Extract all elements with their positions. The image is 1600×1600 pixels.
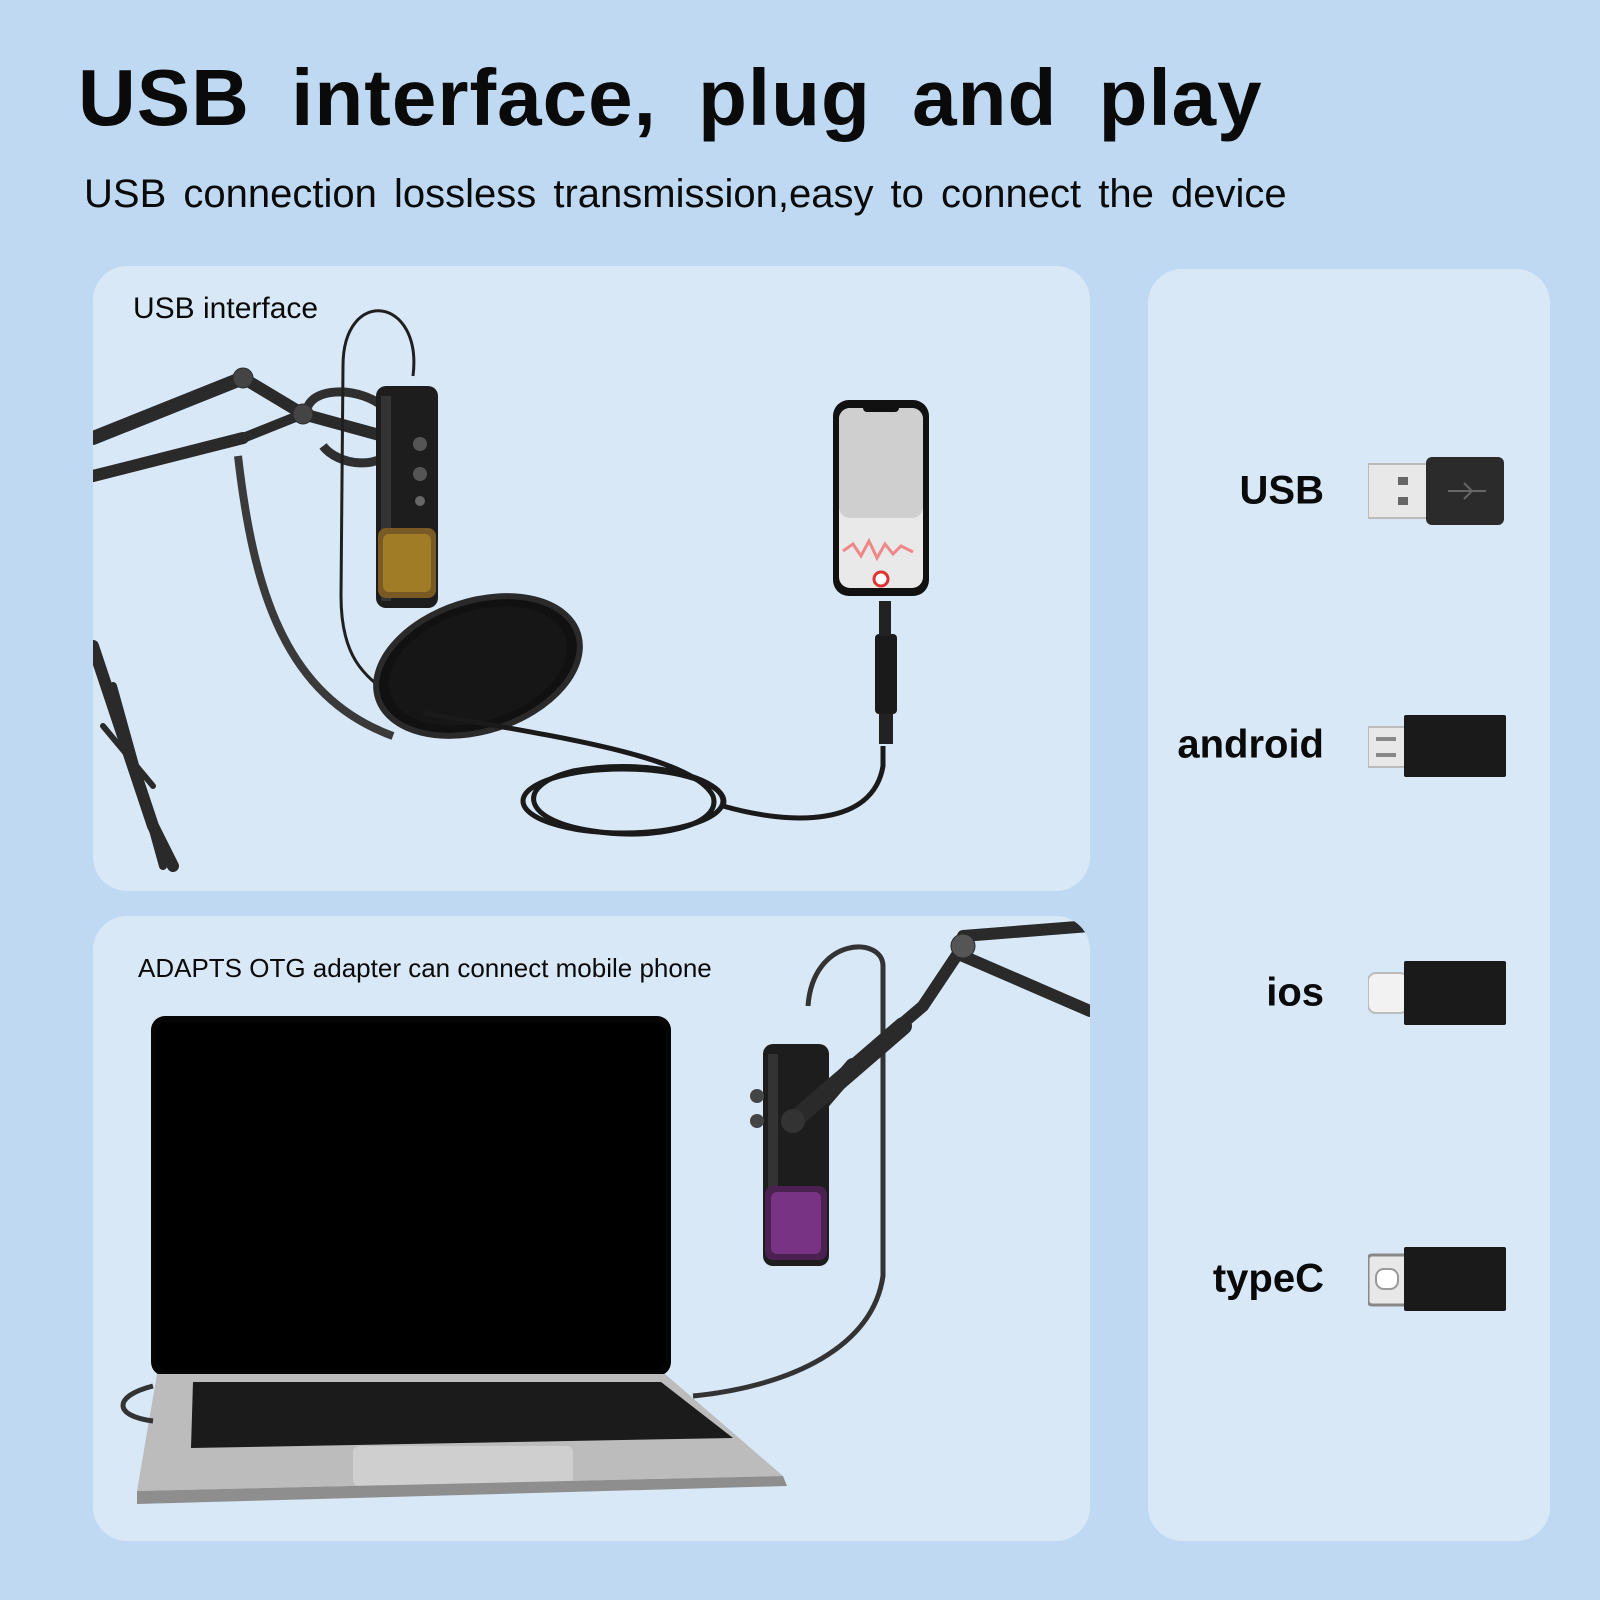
connector-label: typeC — [1212, 1256, 1324, 1301]
usb-c-plug-icon — [1368, 1247, 1506, 1311]
gooseneck-icon — [234, 455, 395, 740]
usb-interface-caption: USB interface — [133, 292, 319, 325]
micro-usb-plug-icon — [1368, 715, 1506, 777]
usb-a-plug-icon — [1368, 457, 1504, 525]
microphone-icon — [750, 1044, 829, 1266]
pop-filter-icon — [373, 593, 583, 739]
usb-interface-panel: USB interface — [93, 266, 1090, 891]
connector-row-usb: USB — [1148, 451, 1550, 531]
smartphone-icon — [833, 400, 929, 596]
subheadline: USB connection lossless transmission,eas… — [84, 172, 1287, 216]
connector-types-panel: USB android ios typeC — [1148, 269, 1550, 1541]
otg-adapter-panel: ADAPTS OTG adapter can connect mobile ph… — [93, 916, 1090, 1541]
coiled-cable-icon — [422, 710, 886, 837]
lightning-plug-icon — [1368, 961, 1506, 1025]
laptop-mic-scene — [120, 920, 1090, 1504]
otg-adapter-icon — [875, 601, 897, 744]
laptop-icon — [137, 1016, 787, 1504]
headline: USB interface, plug and play — [78, 53, 1263, 142]
laptop-cable-icon — [120, 944, 886, 1424]
mic-phone-scene — [93, 309, 929, 872]
connector-label: ios — [1266, 970, 1324, 1015]
microphone-icon — [376, 386, 438, 608]
boom-arm-icon — [93, 367, 389, 872]
connector-row-typec: typeC — [1148, 1239, 1550, 1319]
otg-adapter-caption: ADAPTS OTG adapter can connect mobile ph… — [138, 953, 712, 983]
connector-label: USB — [1239, 468, 1324, 513]
mic-cable-icon — [339, 309, 416, 698]
connector-row-android: android — [1148, 705, 1550, 785]
connector-row-ios: ios — [1148, 953, 1550, 1033]
boom-arm-icon — [785, 920, 1090, 1144]
connector-label: android — [1177, 722, 1324, 767]
shock-mount-icon — [784, 1017, 912, 1130]
